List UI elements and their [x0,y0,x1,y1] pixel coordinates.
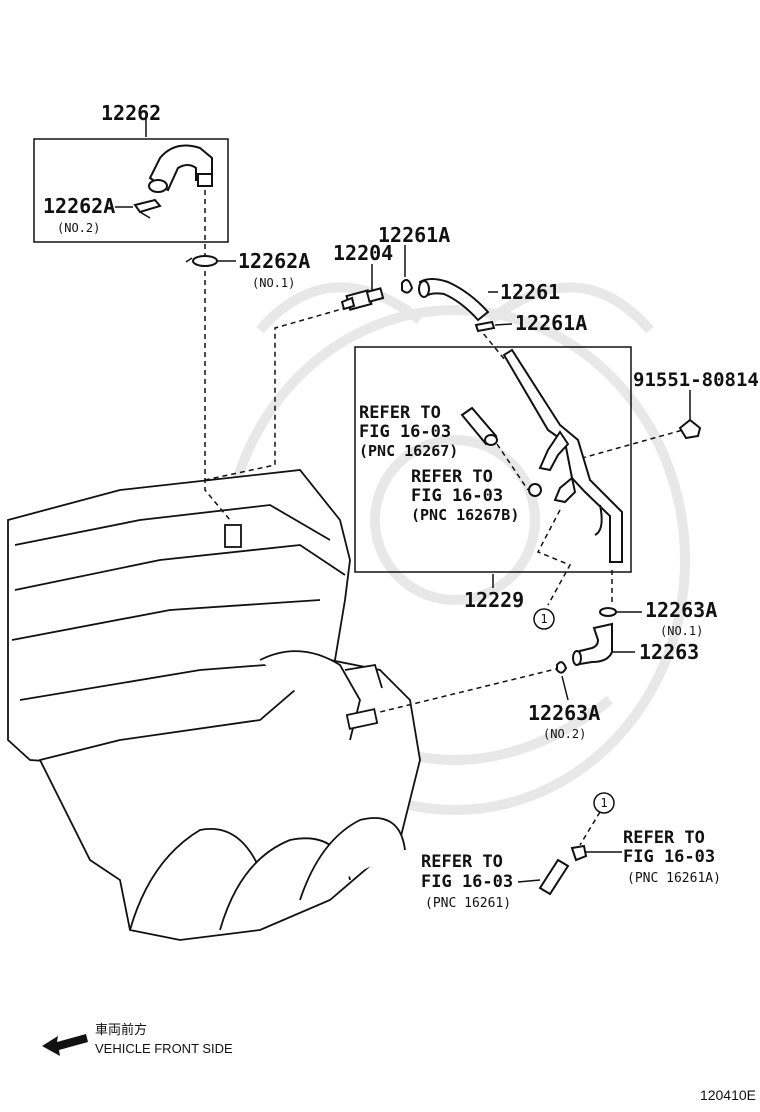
label-12261A-mid: 12261A [515,311,587,335]
svg-text:REFER TO: REFER TO [411,467,493,487]
diagram-id: 120410E [700,1087,756,1103]
svg-text:(PNC 16261A): (PNC 16261A) [627,871,721,886]
ref-16261A: REFER TO FIG 16-03 (PNC 16261A) [623,828,721,886]
pipe-12229 [502,348,623,563]
svg-text:FIG 16-03: FIG 16-03 [623,847,715,867]
svg-text:1: 1 [600,796,607,810]
hose-12262 [148,144,213,193]
ref-16267: REFER TO FIG 16-03 (PNC 16267) [359,403,458,460]
svg-text:FIG 16-03: FIG 16-03 [421,872,513,892]
label-12263: 12263 [639,640,699,664]
svg-text:REFER TO: REFER TO [421,852,503,872]
hose-16267 [460,406,498,446]
label-12263A-no2: 12263A [528,701,600,725]
pipe-12229-box [354,346,632,573]
label-12261: 12261 [500,280,560,304]
callout-1-upper: 1 [533,608,555,630]
label-12204: 12204 [333,241,393,265]
vehicle-front-indicator: 車両前方 VEHICLE FRONT SIDE [42,1022,233,1056]
label-12263A-no1-sub: (NO.1) [660,624,703,638]
svg-text:1: 1 [540,612,547,626]
clamp-12263A-no2 [556,661,568,674]
svg-text:REFER TO: REFER TO [623,828,705,848]
svg-text:(PNC 16261): (PNC 16261) [425,896,511,911]
svg-text:FIG 16-03: FIG 16-03 [359,422,451,442]
front-label-jp: 車両前方 [95,1022,147,1037]
svg-text:REFER TO: REFER TO [359,403,441,423]
ref-16267B: REFER TO FIG 16-03 (PNC 16267B) [411,467,519,524]
svg-text:FIG 16-03: FIG 16-03 [411,486,503,506]
svg-text:(PNC 16267B): (PNC 16267B) [411,506,519,524]
clamp-12261A-mid [474,320,496,333]
label-12262A-no1-sub: (NO.1) [252,276,295,290]
clamp-12261A-top [401,278,414,294]
clamp-16261A [570,844,588,862]
label-12262A-no1: 12262A [238,249,310,273]
clamp-12262A-no2 [133,198,162,219]
svg-text:(PNC 16267): (PNC 16267) [359,442,458,460]
label-12229: 12229 [464,588,524,612]
label-12261A-top: 12261A [378,223,450,247]
label-12263A-no2-sub: (NO.2) [543,727,586,741]
callout-1-lower: 1 [593,792,615,814]
clamp-12263A-no1 [599,607,617,617]
part-labels: 12262 12262A (NO.2) 12262A (NO.1) 12204 … [43,101,759,741]
label-91551-80814: 91551-80814 [633,369,759,391]
clamp-12262A-no1 [185,255,218,267]
label-12262A-no2-sub: (NO.2) [57,221,100,235]
hose-12261 [418,278,490,322]
hose-16261 [538,858,570,896]
label-12263A-no1: 12263A [645,598,717,622]
leader-lines [115,113,691,883]
hose-12263 [572,622,613,666]
clamp-16267B [528,483,542,497]
assembly-lines [204,190,691,846]
label-12262A-no2: 12262A [43,194,115,218]
engine-assembly [7,469,421,941]
ref-16261: REFER TO FIG 16-03 (PNC 16261) [421,852,513,911]
label-12262: 12262 [101,101,161,125]
bolt-91551-80814 [678,418,702,440]
front-label-en: VEHICLE FRONT SIDE [95,1041,233,1056]
pcv-valve-12204 [340,287,385,311]
front-arrow-icon [42,1034,88,1056]
hose-12262-box [33,138,229,243]
